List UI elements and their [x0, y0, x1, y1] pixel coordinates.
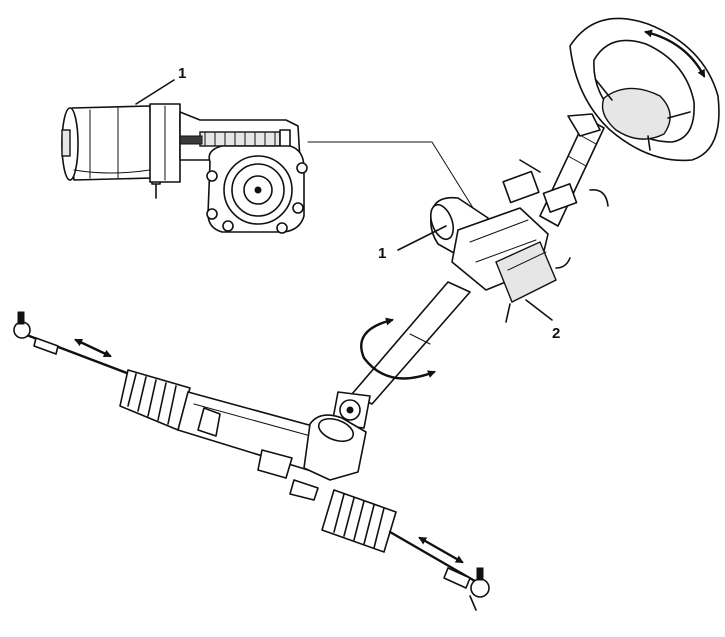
callout-leader-motor-inset [135, 79, 175, 105]
double-arrow-icon [418, 536, 464, 564]
steering-rack [13, 311, 490, 611]
callout-leader-control-unit [525, 299, 553, 321]
steering-column [331, 113, 609, 429]
circular-double-arrow-icon [360, 317, 436, 380]
curved-double-arrow-icon [644, 29, 706, 78]
callout-label-motor-inset: 1 [178, 65, 186, 82]
callout-label-control-unit: 2 [552, 325, 560, 342]
callout-leader-motor-assembly [397, 225, 447, 251]
motor-inset-illustration [61, 103, 489, 234]
steering-wheel [569, 17, 720, 162]
double-arrow-icon [74, 338, 112, 358]
callout-label-motor-assembly: 1 [378, 245, 386, 262]
